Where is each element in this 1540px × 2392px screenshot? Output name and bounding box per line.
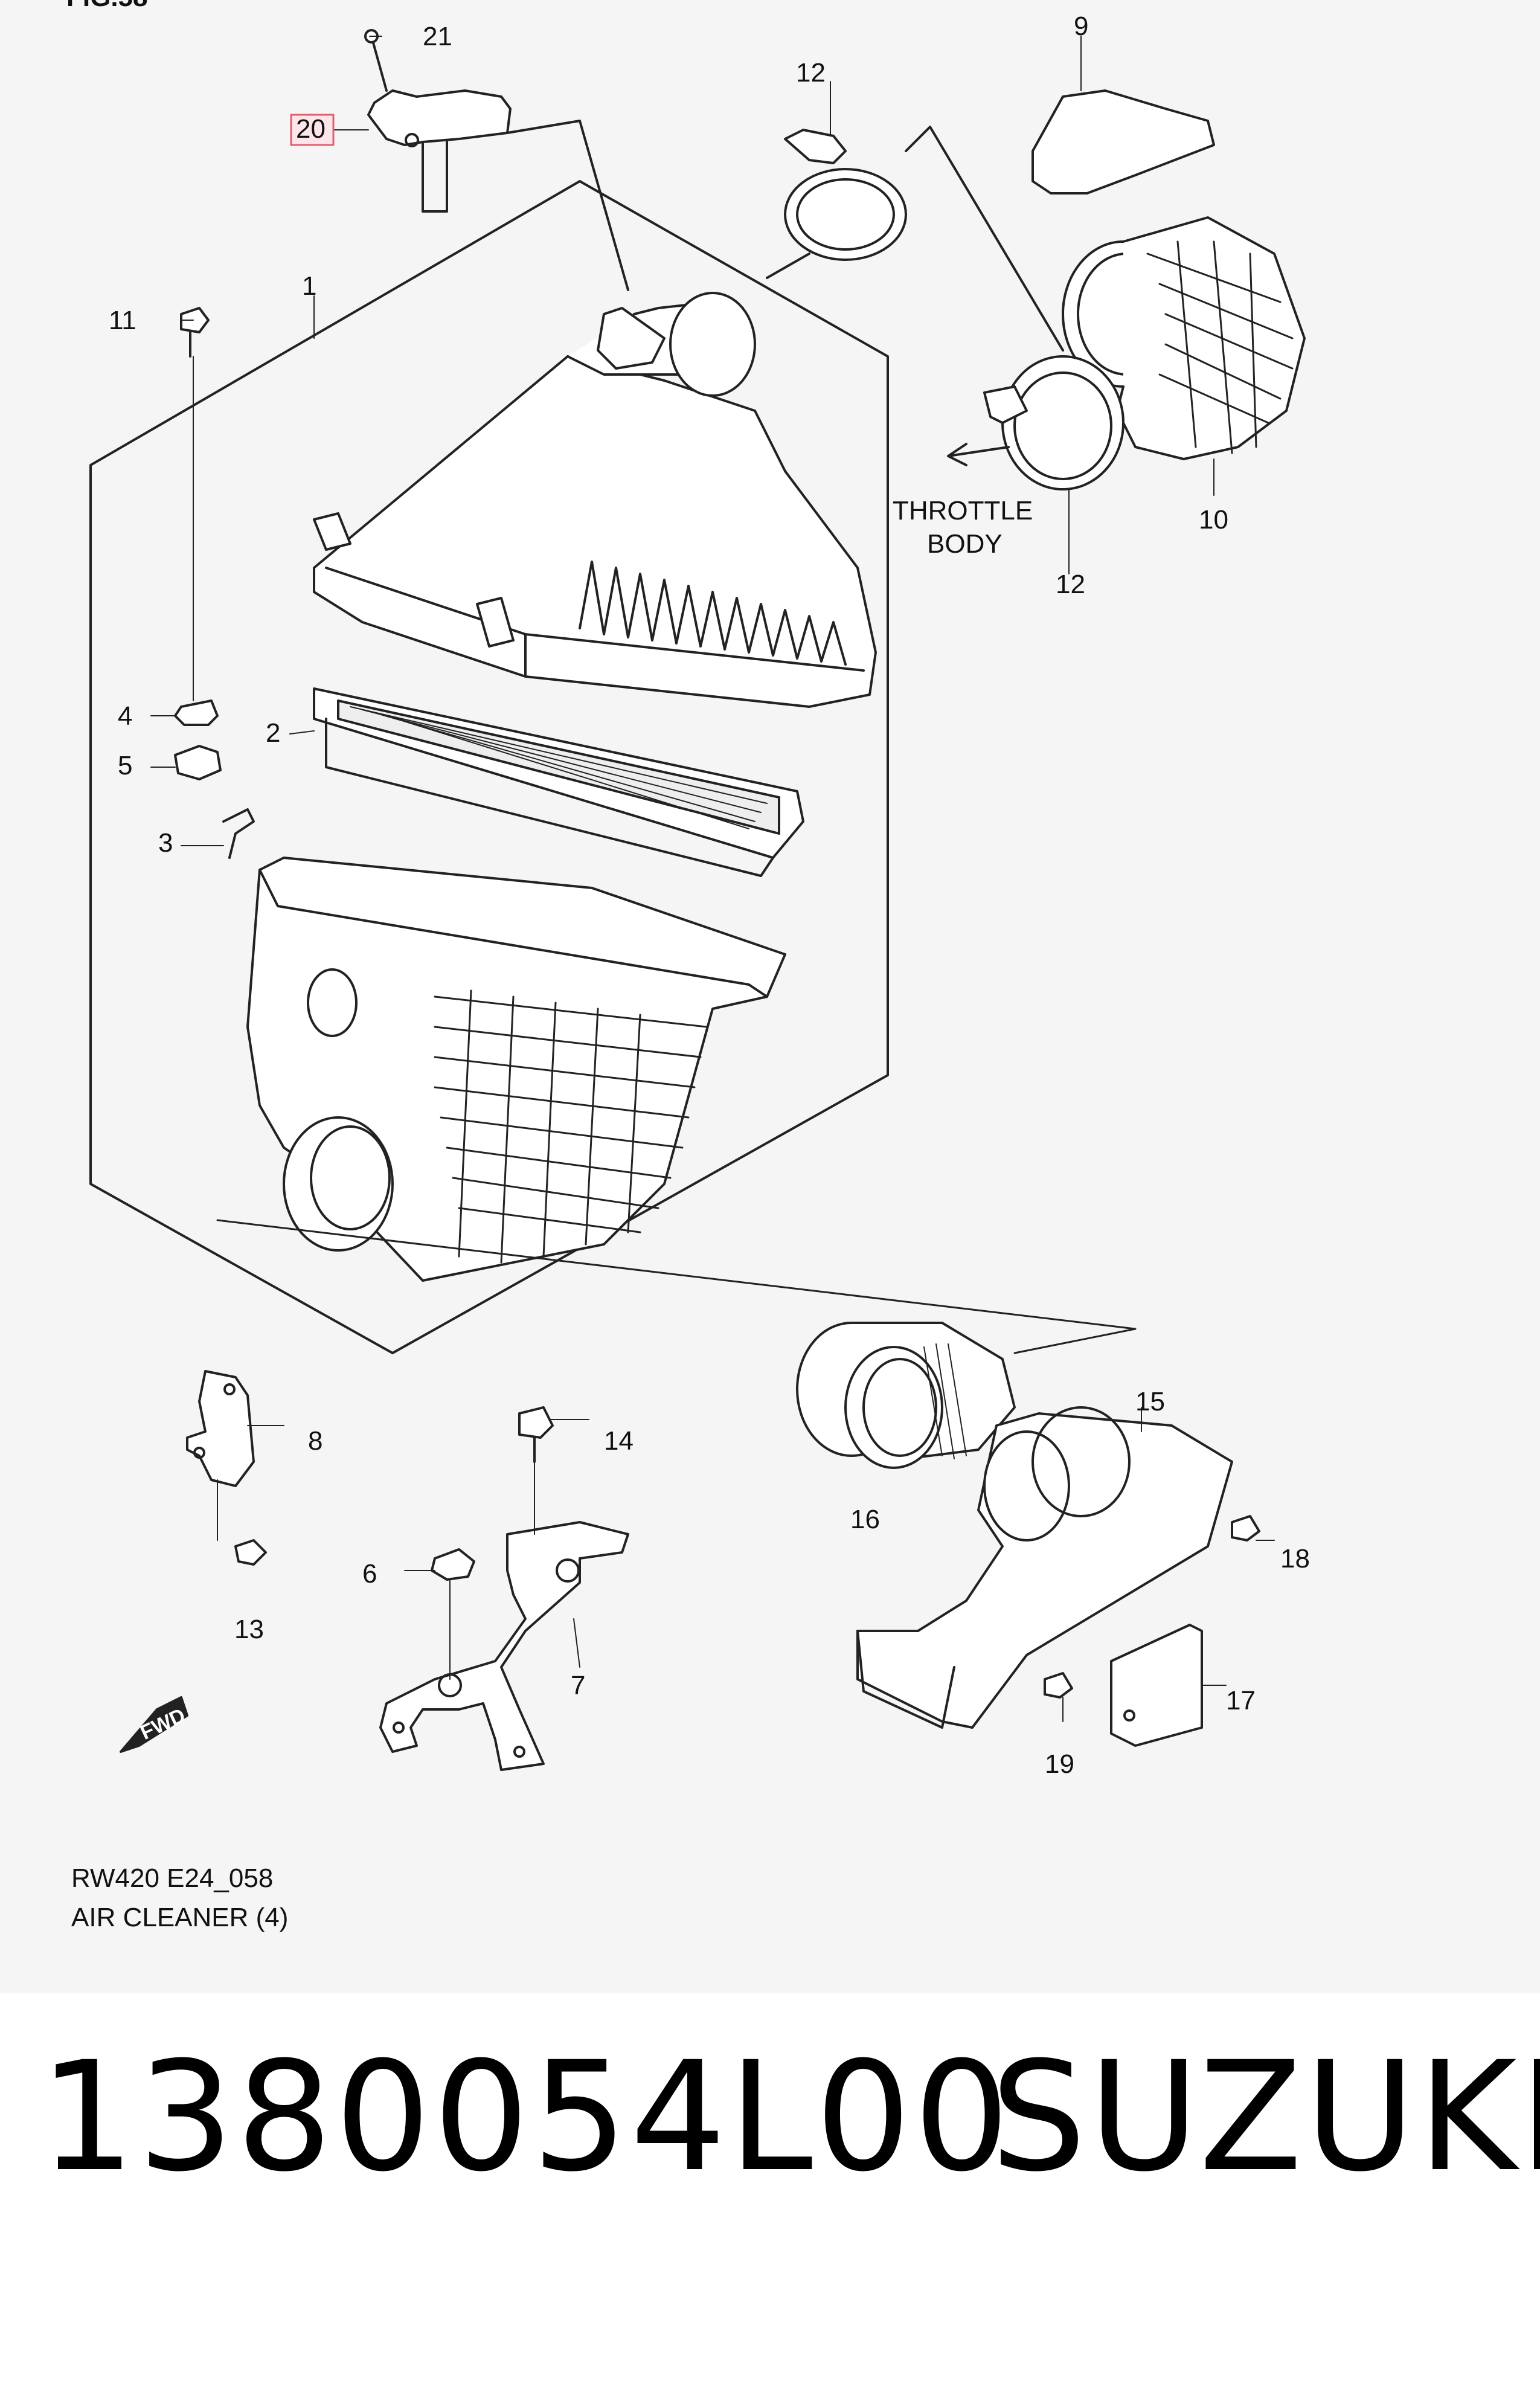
bolt-6 — [431, 1548, 475, 1581]
callout-10: 10 — [1199, 505, 1228, 535]
throttle-arrow — [947, 443, 1010, 466]
highlight-box-20 — [290, 114, 335, 146]
air-filter-element — [313, 687, 804, 877]
part-number: 1380054L00 — [39, 2029, 1012, 2205]
callout-12-top: 12 — [796, 58, 826, 88]
air-cleaner-upper-case — [313, 292, 877, 708]
callout-13: 13 — [234, 1615, 264, 1644]
reference-code: RW420 E24_058 — [71, 1863, 274, 1893]
fwd-arrow-icon — [120, 1696, 188, 1753]
callout-5: 5 — [118, 751, 132, 780]
callout-7: 7 — [571, 1671, 585, 1700]
bolt-14 — [518, 1406, 554, 1463]
callout-9: 9 — [1074, 11, 1088, 41]
diagram-drawing: FIG.58 21 20 12 9 1 11 4 5 2 3 THROTTLE … — [66, 0, 1310, 1779]
throttle-label-line2: BODY — [927, 529, 1003, 559]
callout-2: 2 — [266, 718, 280, 748]
callout-1: 1 — [302, 271, 316, 301]
inlet-duct-15 — [856, 1406, 1233, 1729]
throttle-label-line1: THROTTLE — [893, 496, 1033, 526]
reference-title: AIR CLEANER (4) — [71, 1903, 289, 1932]
brand-name: SUZUKI — [990, 2029, 1540, 2205]
bolt-13 — [234, 1539, 267, 1566]
callout-16: 16 — [850, 1505, 880, 1534]
callout-21: 21 — [423, 22, 452, 51]
hose-clamp-12-bottom — [983, 355, 1125, 490]
callout-15: 15 — [1135, 1387, 1165, 1416]
callout-6: 6 — [362, 1559, 377, 1589]
product-caption-area — [0, 1993, 1540, 2392]
callout-14: 14 — [604, 1426, 634, 1456]
fig-title: FIG.58 — [66, 0, 148, 12]
exploded-parts-diagram: FIG.58 21 20 12 9 1 11 4 5 2 3 THROTTLE … — [66, 0, 1310, 1932]
intake-hose-10 — [1062, 216, 1306, 460]
callout-12-bottom: 12 — [1056, 570, 1085, 599]
air-cleaner-lower-case — [246, 857, 786, 1282]
bracket-17 — [1110, 1624, 1203, 1747]
bolt-18 — [1231, 1515, 1260, 1542]
bolt-19 — [1044, 1672, 1073, 1699]
hose-clamp-12-top — [766, 129, 907, 279]
bolt-11 — [180, 307, 210, 358]
callout-20: 20 — [296, 114, 326, 144]
grommet-4 — [174, 699, 219, 726]
mass-airflow-sensor — [364, 29, 629, 291]
resonator-cap-9 — [1031, 89, 1215, 195]
bracket-7 — [379, 1521, 629, 1771]
callout-11: 11 — [109, 306, 136, 335]
callout-19: 19 — [1045, 1749, 1074, 1779]
callout-8: 8 — [308, 1426, 322, 1456]
grommet-5 — [174, 745, 222, 780]
assembly-outline — [89, 180, 889, 1354]
clamp-clip — [222, 808, 255, 859]
inlet-duct-16 — [796, 1322, 1016, 1469]
callout-4: 4 — [118, 701, 132, 731]
callout-3: 3 — [158, 828, 173, 858]
callout-17: 17 — [1226, 1686, 1256, 1715]
bracket-8 — [186, 1370, 255, 1487]
callout-18: 18 — [1280, 1544, 1310, 1574]
